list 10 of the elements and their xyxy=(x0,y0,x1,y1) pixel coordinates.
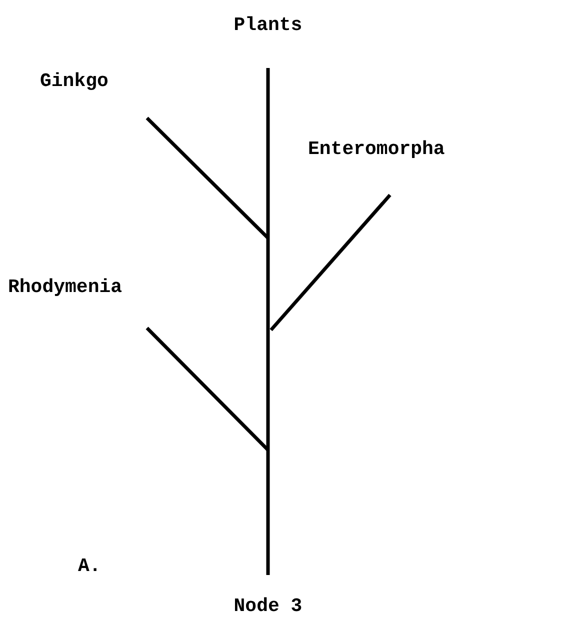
panel-label: A. xyxy=(78,554,101,579)
taxon-label: Ginkgo xyxy=(40,70,170,118)
tree-branch xyxy=(266,68,270,575)
taxon-label: Plants xyxy=(218,14,318,68)
tree-branch xyxy=(146,326,270,452)
taxon-label: Node 3 xyxy=(208,575,328,619)
tree-branch xyxy=(146,116,270,240)
taxon-label: Rhodymenia xyxy=(8,276,168,328)
tree-branch xyxy=(270,194,392,332)
taxon-label: Enteromorpha xyxy=(308,138,548,195)
